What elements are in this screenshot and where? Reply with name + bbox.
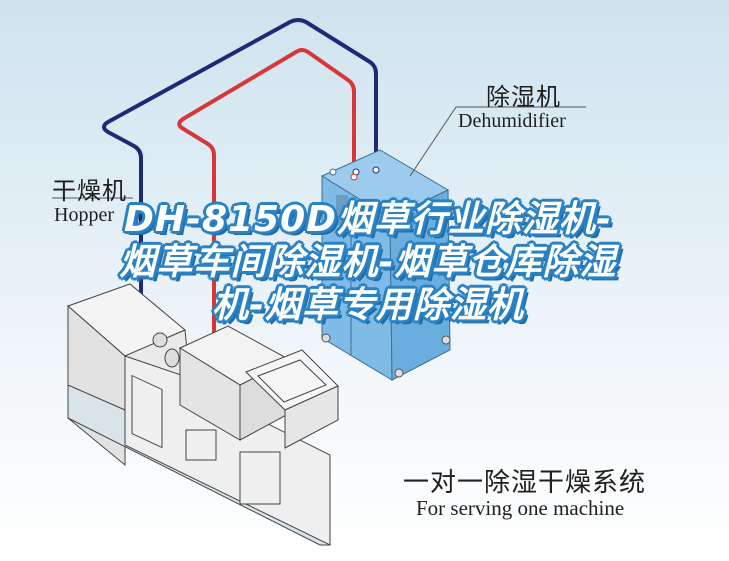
- molding-machine-icon: [67, 283, 339, 546]
- leader-lines-icon: [52, 106, 586, 199]
- hopper-label-cn: 干燥机: [52, 177, 127, 205]
- system-label-cn: 一对一除湿干燥系统: [403, 468, 647, 498]
- page-title: DH-8150D烟草行业除湿机-烟草车间除湿机-烟草仓库除湿机-烟草专用除湿机: [119, 198, 617, 327]
- system-label-en: For serving one machine: [416, 496, 625, 520]
- pipes-icon: [102, 18, 378, 362]
- hopper-label-en: Hopper: [54, 204, 114, 226]
- dehumidifier-icon: [320, 149, 451, 381]
- dehumidifier-label-cn: 除湿机: [486, 83, 561, 111]
- dehumidifier-label-en: Dehumidifier: [458, 110, 566, 132]
